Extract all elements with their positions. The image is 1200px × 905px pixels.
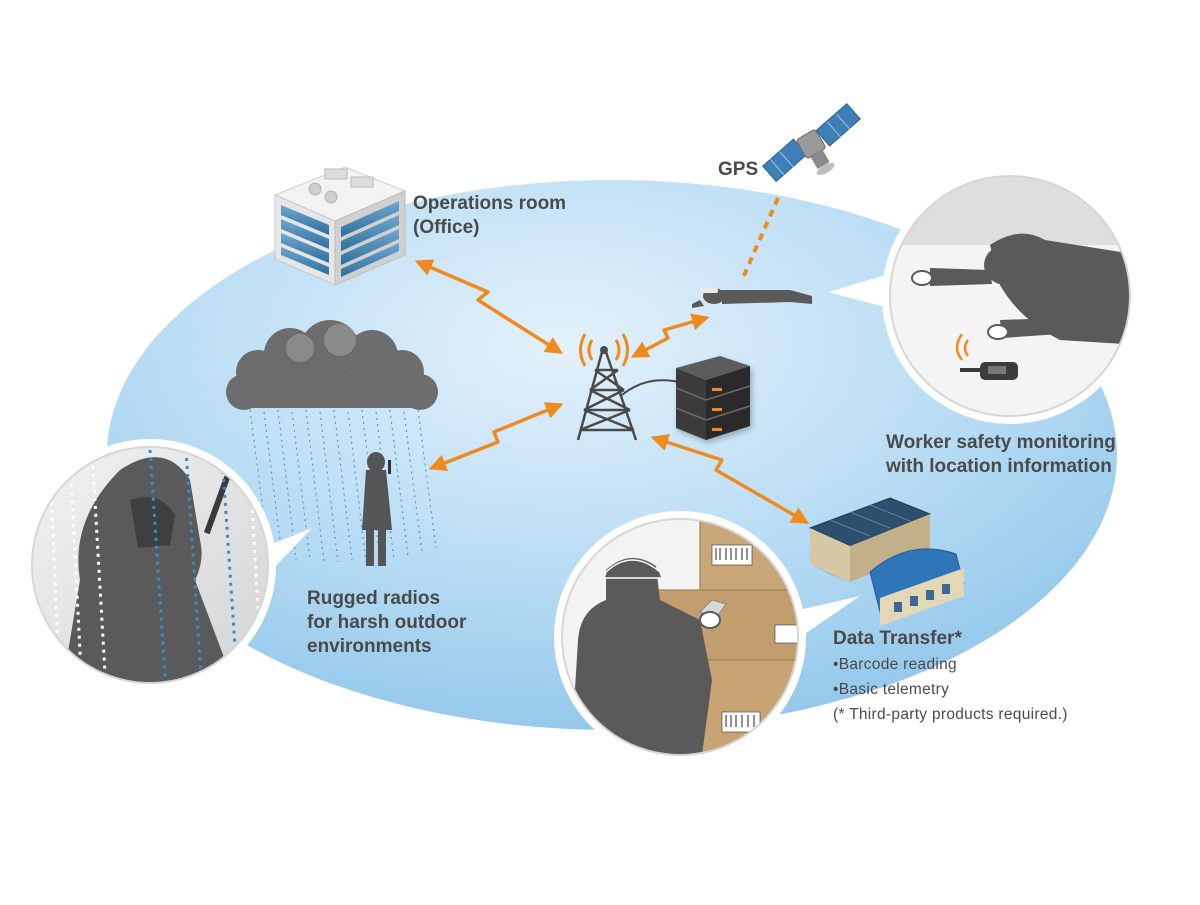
- rugged-radios-label: Rugged radios for harsh outdoor environm…: [307, 587, 466, 659]
- rugged-radios-line-3: environments: [307, 636, 432, 657]
- link-arrows: [414, 259, 810, 524]
- signal-waves-icon: [579, 333, 629, 367]
- worker-safety-line-1: Worker safety monitoring: [886, 432, 1116, 453]
- arrow-tower-rugged: [428, 402, 564, 472]
- operations-room-line-1: Operations room: [413, 193, 567, 214]
- data-transfer-item-telemetry: •Basic telemetry: [833, 681, 950, 698]
- data-transfer-list: •Barcode reading •Basic telemetry (* Thi…: [833, 652, 1068, 727]
- arrow-tower-warehouse: [650, 433, 810, 524]
- worker-safety-label: Worker safety monitoring with location i…: [886, 431, 1116, 479]
- operations-room-line-2: (Office): [413, 217, 480, 238]
- radio-tower-icon: [576, 351, 638, 441]
- data-transfer-title: Data Transfer*: [833, 628, 962, 649]
- coverage-area: [107, 180, 1117, 730]
- arrow-tower-worker: [630, 313, 710, 358]
- data-transfer-note: (* Third-party products required.): [833, 706, 1068, 723]
- warehouse-icon: [808, 497, 965, 626]
- satellite-icon: [761, 102, 861, 183]
- server-rack-icon: [675, 356, 751, 440]
- gps-link: [740, 197, 780, 281]
- worker-safety-line-2: with location information: [886, 456, 1112, 477]
- office-building-icon: [273, 166, 407, 286]
- walkie-talkie-icon: [960, 362, 1018, 380]
- data-transfer-item-barcode: •Barcode reading: [833, 656, 957, 673]
- fallen-worker-icon: [692, 288, 812, 308]
- rugged-radios-line-1: Rugged radios: [307, 588, 441, 609]
- arrow-office-tower: [414, 259, 563, 354]
- rugged-radios-line-2: for harsh outdoor: [307, 612, 467, 633]
- operations-room-label: Operations room (Office): [413, 192, 566, 240]
- raincoat-worker-icon: [362, 452, 392, 566]
- gps-label: GPS: [718, 159, 759, 180]
- rugged-zoom-circle: [24, 439, 312, 691]
- rain-cloud-icon: [226, 320, 438, 563]
